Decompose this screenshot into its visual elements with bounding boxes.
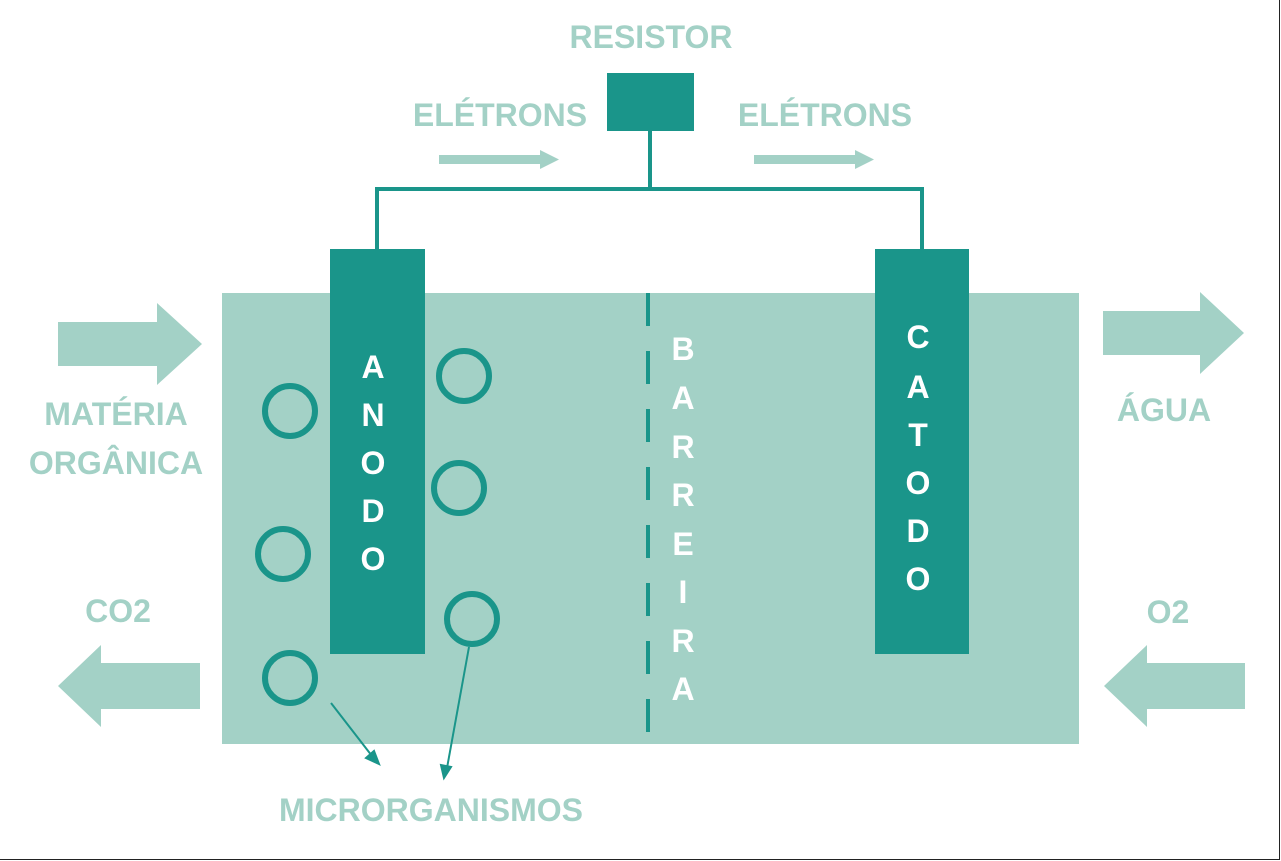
microorganisms	[255, 348, 500, 706]
co2-arrow	[58, 645, 200, 727]
cathode-letter: O	[906, 561, 931, 597]
anode-letter: A	[361, 349, 384, 385]
cathode-letter: O	[906, 465, 931, 501]
cathode-letter: A	[906, 369, 929, 405]
barrier-letter: A	[671, 671, 694, 707]
anode-letters: A N O D O	[361, 349, 386, 577]
co2-label: CO2	[85, 593, 151, 629]
electrons-left-arrow	[439, 150, 559, 169]
barrier-letters: B A R R E I R A	[671, 331, 694, 707]
microorganism	[255, 526, 311, 582]
cathode-letter: D	[906, 513, 929, 549]
barrier-letter: R	[671, 477, 694, 513]
barrier-letter: R	[671, 623, 694, 659]
barrier-letter: B	[671, 331, 694, 367]
o2-label: O2	[1147, 594, 1190, 630]
cathode-letter: C	[906, 319, 929, 355]
microorganism-pointers	[330, 646, 470, 781]
anode-letter: O	[361, 445, 386, 481]
microorganism	[262, 383, 318, 439]
anode	[330, 249, 425, 654]
organic-matter-arrow	[58, 303, 202, 385]
resistor	[607, 73, 694, 131]
barrier-letter: R	[671, 429, 694, 465]
cathode-letters: C A T O D O	[906, 319, 931, 597]
electrons-right-arrow	[754, 150, 874, 169]
organic-matter-label-2: ORGÂNICA	[29, 445, 203, 481]
anode-letter: D	[361, 493, 384, 529]
microorganism	[431, 460, 487, 516]
barrier-letter: E	[672, 526, 693, 562]
microorganism	[444, 591, 500, 647]
electrons-left-label: ELÉTRONS	[413, 97, 587, 133]
anode-letter: N	[361, 397, 384, 433]
o2-arrow	[1104, 645, 1245, 727]
barrier-letter: I	[679, 574, 688, 610]
microorganisms-label: MICRORGANISMOS	[279, 792, 583, 828]
cathode-letter: T	[908, 417, 928, 453]
circuit-wire	[375, 187, 924, 249]
microorganism	[262, 650, 318, 706]
microorganism	[436, 348, 492, 404]
resistor-label: RESISTOR	[570, 19, 733, 55]
barrier-letter: A	[671, 380, 694, 416]
water-arrow	[1103, 292, 1244, 374]
cathode	[875, 249, 969, 654]
electrons-right-label: ELÉTRONS	[738, 97, 912, 133]
organic-matter-label-1: MATÉRIA	[44, 396, 187, 432]
anode-letter: O	[361, 541, 386, 577]
water-label: ÁGUA	[1117, 392, 1211, 428]
